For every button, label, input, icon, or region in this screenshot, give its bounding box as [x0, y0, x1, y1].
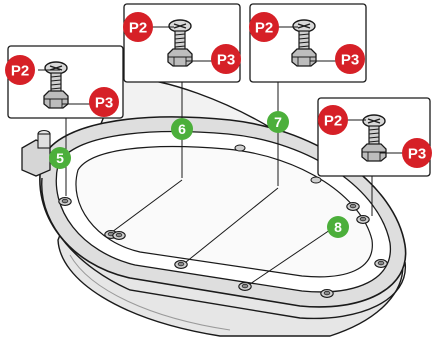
perimeter-bolt: [174, 260, 188, 269]
boss-hole: [234, 144, 246, 152]
part-marker-p2-label: P2: [324, 113, 342, 130]
step-marker-7-label: 7: [274, 114, 282, 130]
divider-line-3: [249, 229, 331, 285]
housing-opening: [75, 145, 373, 278]
part-markers: P2 P3 P2 P3 P2 P3 P2 P3: [5, 12, 432, 168]
housing-body-shade: [69, 254, 231, 331]
part-marker-p3: [211, 44, 241, 74]
step-marker-6: [171, 118, 193, 140]
part-marker-p2-label: P2: [11, 63, 29, 80]
part-marker-p3: [89, 87, 119, 117]
step-marker-5-label: 5: [56, 150, 64, 166]
step-markers: 5 6 7 8: [49, 111, 349, 238]
perimeter-bolt: [356, 215, 370, 224]
step-marker-5: [49, 147, 71, 169]
perimeter-bolt: [346, 202, 360, 211]
step-marker-8-label: 8: [334, 219, 342, 235]
perimeter-bolt: [112, 231, 126, 240]
perimeter-bolt: [320, 289, 334, 298]
divider-line-2: [185, 187, 279, 263]
callout-box-step-6: [123, 3, 241, 83]
mount-post-shaft: [37, 133, 51, 149]
part-marker-p3-label: P3: [408, 146, 426, 163]
perimeter-bolt: [58, 197, 72, 206]
part-marker-p2: [318, 105, 348, 135]
boss-hole: [310, 176, 322, 184]
flange-edge: [41, 177, 406, 320]
divider-line-1: [111, 179, 183, 233]
part-marker-p2: [249, 12, 279, 42]
part-marker-p3: [335, 44, 365, 74]
step-marker-6-label: 6: [178, 121, 186, 137]
part-marker-p2-label: P2: [129, 20, 147, 37]
part-marker-p3-label: P3: [217, 52, 235, 69]
part-marker-p3: [402, 138, 432, 168]
step-marker-7: [267, 111, 289, 133]
perimeter-bolt: [238, 282, 252, 291]
part-marker-p2: [5, 55, 35, 85]
part-marker-p2-label: P2: [255, 20, 273, 37]
part-marker-p2: [123, 12, 153, 42]
part-marker-p3-label: P3: [341, 52, 359, 69]
perimeter-bolt: [374, 259, 388, 268]
part-marker-p3-label: P3: [95, 95, 113, 112]
mount-post: [21, 139, 51, 177]
step-marker-8: [327, 216, 349, 238]
